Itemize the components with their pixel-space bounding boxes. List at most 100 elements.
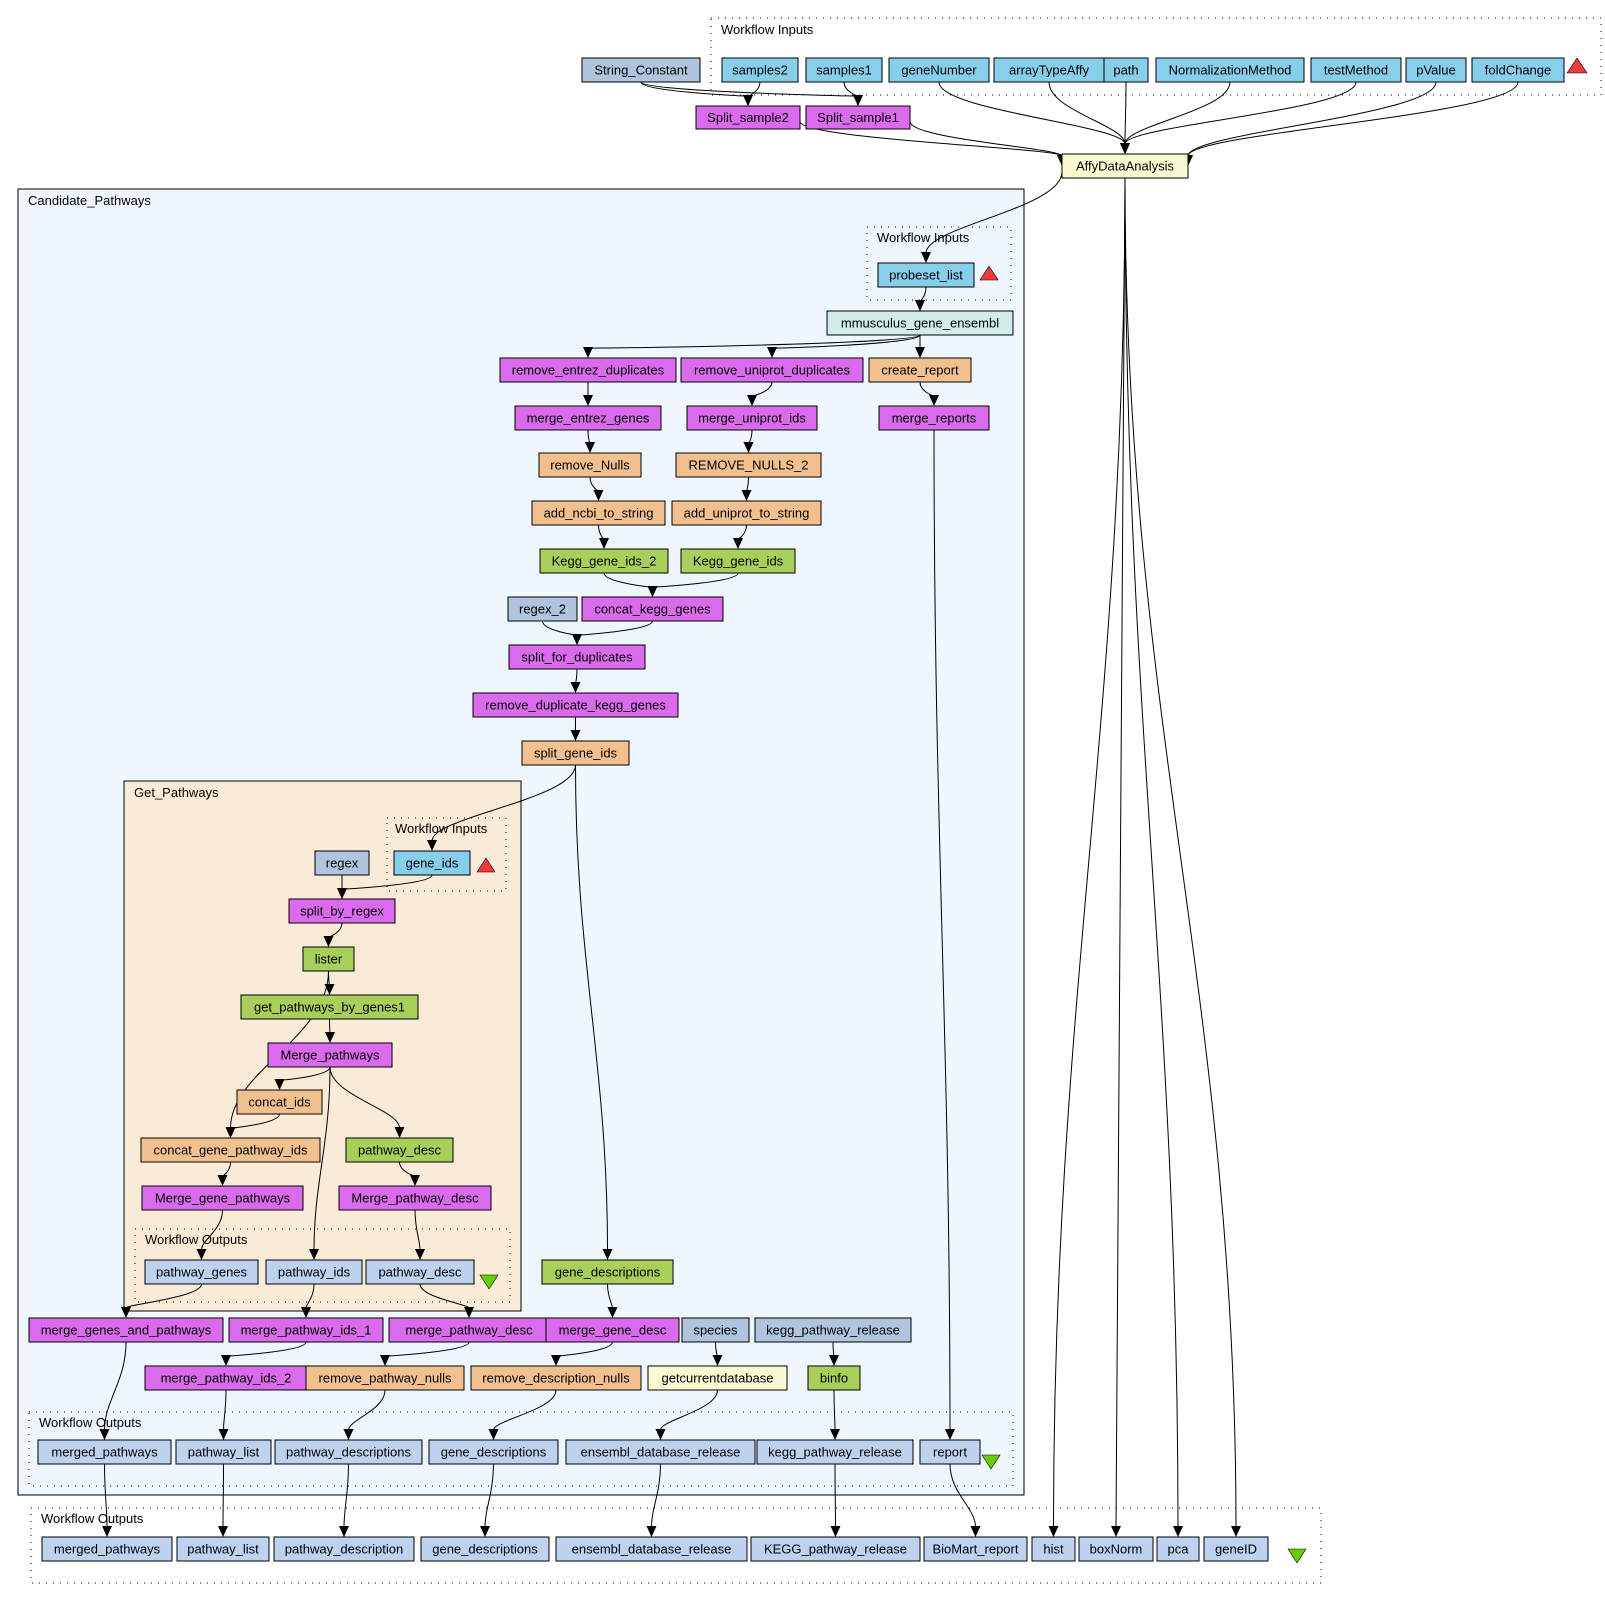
node-co-kegg-pathway-release[interactable]: kegg_pathway_release (756, 1439, 914, 1465)
node-box[interactable] (236, 1089, 323, 1115)
node-path[interactable]: path (1103, 57, 1149, 83)
node-box[interactable] (144, 1259, 259, 1285)
node-split-sample2[interactable]: Split_sample2 (695, 105, 801, 130)
node-box[interactable] (680, 357, 864, 383)
node-box[interactable] (919, 1439, 981, 1465)
node-box[interactable] (1078, 1536, 1154, 1562)
node-split-by-regex[interactable]: split_by_regex (288, 898, 396, 924)
node-o-pca[interactable]: pca (1156, 1536, 1200, 1562)
node-merge-uniprot-ids[interactable]: merge_uniprot_ids (686, 405, 818, 431)
node-testmethod[interactable]: testMethod (1310, 57, 1402, 83)
node-pathway-desc-svc[interactable]: pathway_desc (345, 1137, 454, 1163)
node-box[interactable] (365, 1259, 475, 1285)
node-mmusculus-gene-ensembl[interactable]: mmusculus_gene_ensembl (826, 310, 1014, 336)
node-o-hist[interactable]: hist (1031, 1536, 1076, 1562)
node-get-pathways-by-genes1[interactable]: get_pathways_by_genes1 (240, 994, 419, 1020)
node-o-biomart-report[interactable]: BioMart_report (923, 1536, 1028, 1562)
node-split-sample1[interactable]: Split_sample1 (805, 105, 911, 130)
node-box[interactable] (338, 1185, 492, 1211)
node-box[interactable] (545, 1317, 680, 1343)
node-box[interactable] (555, 1536, 748, 1562)
node-regex-2[interactable]: regex_2 (507, 596, 578, 622)
node-box[interactable] (805, 105, 911, 130)
node-box[interactable] (750, 1536, 921, 1562)
node-merge-pathways[interactable]: Merge_pathways (267, 1042, 393, 1068)
node-concat-gene-pathway-ids[interactable]: concat_gene_pathway_ids (140, 1137, 321, 1163)
node-box[interactable] (345, 1137, 454, 1163)
node-box[interactable] (1103, 57, 1149, 83)
node-regex[interactable]: regex (314, 850, 370, 876)
node-remove-nulls-2[interactable]: REMOVE_NULLS_2 (675, 452, 822, 478)
node-samples1[interactable]: samples1 (805, 57, 883, 83)
node-add-ncbi-to-string[interactable]: add_ncbi_to_string (531, 500, 666, 526)
node-box[interactable] (1203, 1536, 1269, 1562)
node-box[interactable] (267, 1042, 393, 1068)
node-species[interactable]: species (681, 1317, 750, 1343)
node-box[interactable] (1156, 1536, 1200, 1562)
node-create-report[interactable]: create_report (868, 357, 972, 383)
node-box[interactable] (1405, 57, 1467, 83)
node-box[interactable] (538, 452, 642, 478)
node-box[interactable] (647, 1365, 788, 1391)
node-remove-description-nulls[interactable]: remove_description_nulls (470, 1365, 642, 1391)
node-affydataanalysis[interactable]: AffyDataAnalysis (1061, 153, 1189, 179)
node-box[interactable] (140, 1137, 321, 1163)
node-co-pathway-list[interactable]: pathway_list (175, 1439, 272, 1465)
node-lister[interactable]: lister (302, 946, 355, 972)
node-box[interactable] (28, 1317, 224, 1343)
node-box[interactable] (41, 1536, 173, 1562)
node-o-geneid[interactable]: geneID (1203, 1536, 1269, 1562)
node-concat-kegg-genes[interactable]: concat_kegg_genes (581, 596, 724, 622)
node-merge-genes-and-pathways[interactable]: merge_genes_and_pathways (28, 1317, 224, 1343)
node-box[interactable] (240, 994, 419, 1020)
node-remove-uniprot-duplicates[interactable]: remove_uniprot_duplicates (680, 357, 864, 383)
node-remove-pathway-nulls[interactable]: remove_pathway_nulls (305, 1365, 465, 1391)
node-box[interactable] (888, 57, 990, 83)
node-merge-pathway-ids-2[interactable]: merge_pathway_ids_2 (144, 1365, 308, 1391)
node-box[interactable] (314, 850, 370, 876)
node-box[interactable] (265, 1259, 363, 1285)
node-box[interactable] (877, 262, 975, 288)
node-box[interactable] (754, 1317, 912, 1343)
node-co-pathway-descriptions[interactable]: pathway_descriptions (274, 1439, 423, 1465)
node-concat-ids[interactable]: concat_ids (236, 1089, 323, 1115)
node-box[interactable] (756, 1439, 914, 1465)
node-box[interactable] (805, 57, 883, 83)
node-box[interactable] (273, 1536, 415, 1562)
node-box[interactable] (680, 548, 796, 574)
node-box[interactable] (305, 1365, 465, 1391)
node-box[interactable] (274, 1439, 423, 1465)
node-box[interactable] (826, 310, 1014, 336)
node-box[interactable] (675, 452, 822, 478)
node-remove-entrez-duplicates[interactable]: remove_entrez_duplicates (499, 357, 677, 383)
node-box[interactable] (539, 548, 669, 574)
node-add-uniprot-to-string[interactable]: add_uniprot_to_string (671, 500, 822, 526)
node-foldchange[interactable]: foldChange (1471, 57, 1565, 83)
node-box[interactable] (581, 596, 724, 622)
node-probeset-list[interactable]: probeset_list (877, 262, 975, 288)
node-box[interactable] (923, 1536, 1028, 1562)
node-o-pathway-list[interactable]: pathway_list (176, 1536, 270, 1562)
node-box[interactable] (878, 405, 990, 431)
node-box[interactable] (472, 692, 679, 718)
node-box[interactable] (420, 1536, 550, 1562)
node-gene-ids[interactable]: gene_ids (393, 850, 471, 876)
node-box[interactable] (521, 740, 630, 766)
node-kegg-gene-ids[interactable]: Kegg_gene_ids (680, 548, 796, 574)
node-gene-descriptions-svc[interactable]: gene_descriptions (541, 1259, 674, 1285)
node-box[interactable] (868, 357, 972, 383)
node-normalizationmethod[interactable]: NormalizationMethod (1155, 57, 1305, 83)
node-box[interactable] (499, 357, 677, 383)
node-out-pathway-ids[interactable]: pathway_ids (265, 1259, 363, 1285)
node-o-kegg-pathway-release[interactable]: KEGG_pathway_release (750, 1536, 921, 1562)
node-merge-pathway-ids-1[interactable]: merge_pathway_ids_1 (228, 1317, 384, 1343)
node-box[interactable] (175, 1439, 272, 1465)
node-remove-duplicate-kegg-genes[interactable]: remove_duplicate_kegg_genes (472, 692, 679, 718)
node-o-pathway-description[interactable]: pathway_description (273, 1536, 415, 1562)
node-box[interactable] (1061, 153, 1189, 179)
node-merge-pathway-desc[interactable]: Merge_pathway_desc (338, 1185, 492, 1211)
node-box[interactable] (807, 1365, 861, 1391)
node-o-gene-descriptions[interactable]: gene_descriptions (420, 1536, 550, 1562)
node-merge-gene-desc[interactable]: merge_gene_desc (545, 1317, 680, 1343)
node-box[interactable] (228, 1317, 384, 1343)
